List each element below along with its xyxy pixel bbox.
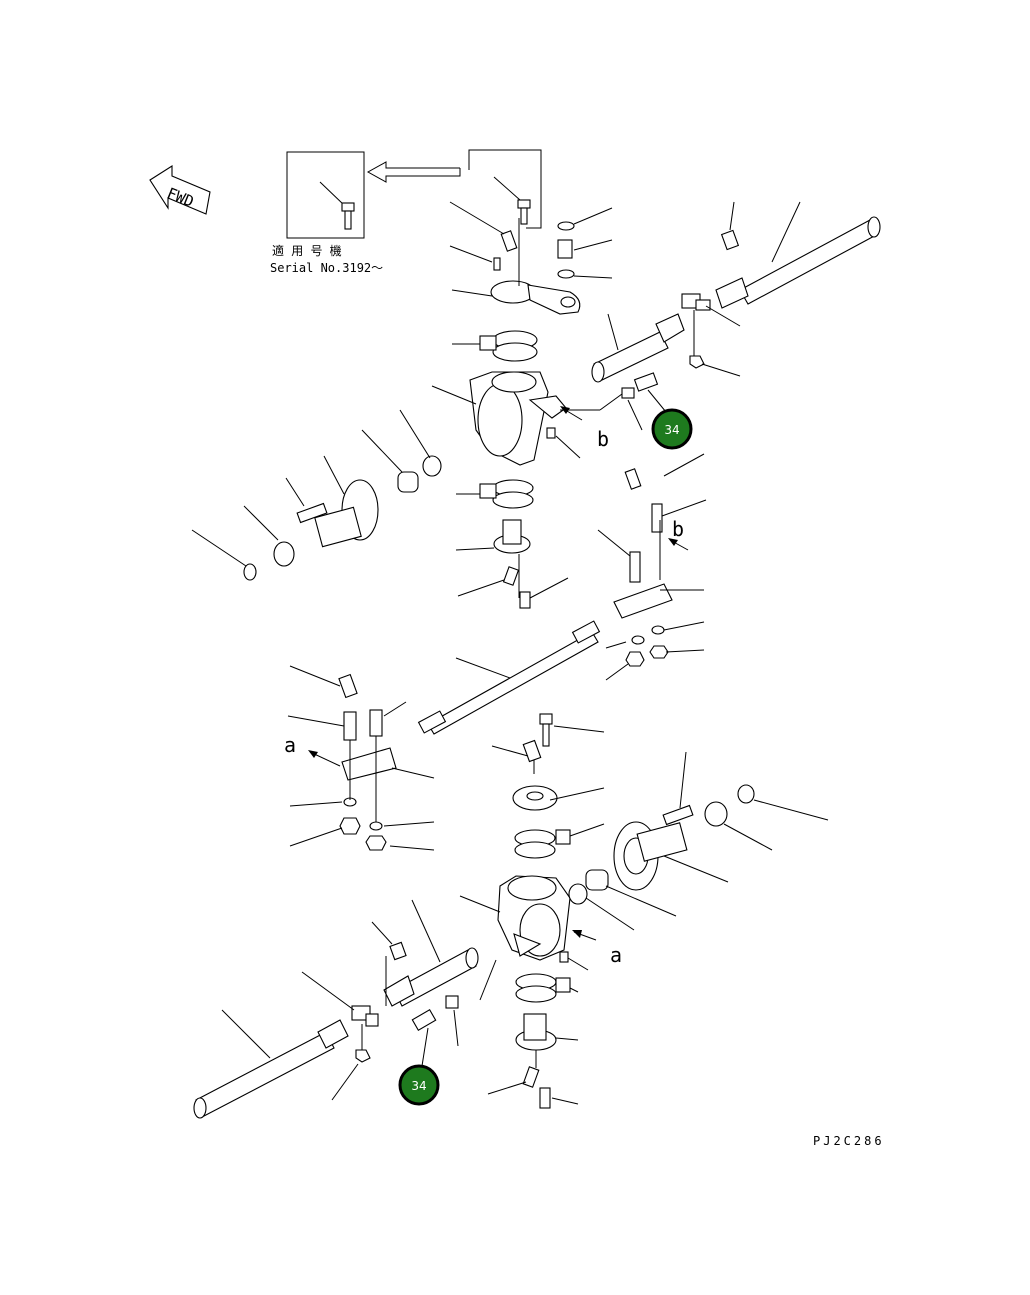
fwd-arrow-icon: FWD [149, 164, 211, 215]
callout-34-upper: 34 [651, 408, 693, 450]
shim-stack-bottom [515, 973, 579, 1003]
hub-bushing [361, 429, 419, 493]
callout-34-lower: 34 [398, 1064, 440, 1106]
lower-sleeve [704, 801, 773, 851]
lower-pivot-bolt [491, 713, 605, 774]
serial-note: 適 用 号 機 Serial No.3192〜 [270, 243, 383, 275]
shim-stack-upper [452, 330, 538, 362]
universal-joint-upper [681, 201, 741, 377]
lower-bushing [585, 869, 677, 917]
hub-sleeve [243, 505, 295, 567]
inset-arrow-icon [366, 161, 461, 183]
wheel-flange [314, 455, 379, 548]
lower-flange-bolt [662, 751, 694, 826]
shim-stack-mid [456, 479, 534, 509]
steering-knuckle-upper [431, 371, 623, 466]
letter-a-lower: a [610, 943, 622, 967]
serial-inset-box [286, 151, 365, 239]
letter-b-upper: b [597, 427, 609, 451]
lower-wheel-flange [613, 821, 729, 891]
steering-arm [451, 218, 581, 315]
letter-b-right: b [672, 517, 684, 541]
kingpin-cap-lower [487, 1013, 579, 1109]
steering-knuckle-lower [459, 875, 571, 1001]
arrow-b-upper: b [560, 406, 609, 451]
axle-shaft-upper-mid [591, 313, 685, 383]
current-inset-box [468, 149, 542, 229]
tie-rod-end-left [287, 665, 435, 851]
universal-joint-lower [301, 921, 407, 1101]
callout-number: 34 [664, 423, 679, 437]
kingpin-cap-upper [455, 519, 531, 598]
grease-fitting-mid [457, 566, 569, 609]
serial-note-line2: Serial No.3192〜 [270, 261, 383, 275]
dowel-pin-upper [546, 427, 581, 459]
lower-cap [512, 785, 605, 811]
drawing-code: PJ2C286 [813, 1134, 885, 1148]
lower-seal-ring [568, 883, 635, 931]
letter-a-left: a [284, 733, 296, 757]
upper-arm-washers [557, 207, 613, 279]
serial-note-line1: 適 用 号 機 [272, 243, 342, 258]
dowel-pin-lower [559, 951, 589, 971]
kingpin-bolt-lower [411, 995, 459, 1067]
axle-shaft-upper-right [715, 201, 881, 309]
axle-shaft-lower-left [193, 1009, 349, 1119]
grease-fitting-upper [449, 201, 518, 271]
tie-rod-end-right [597, 453, 707, 681]
hub-cap [191, 529, 257, 581]
lower-hub-cap [737, 784, 829, 821]
arrow-b-right: b [668, 517, 689, 551]
callout-number: 34 [411, 1079, 426, 1093]
tie-rod [417, 620, 601, 735]
flange-bolt [285, 477, 328, 524]
arrow-a-left: a [284, 733, 341, 767]
hub-seal-ring [399, 409, 442, 477]
arrow-a-lower: a [572, 930, 622, 967]
axle-shaft-lower-mid [383, 899, 479, 1007]
shim-stack-lower [514, 823, 605, 859]
kingpin-bolt-upper [621, 372, 667, 431]
